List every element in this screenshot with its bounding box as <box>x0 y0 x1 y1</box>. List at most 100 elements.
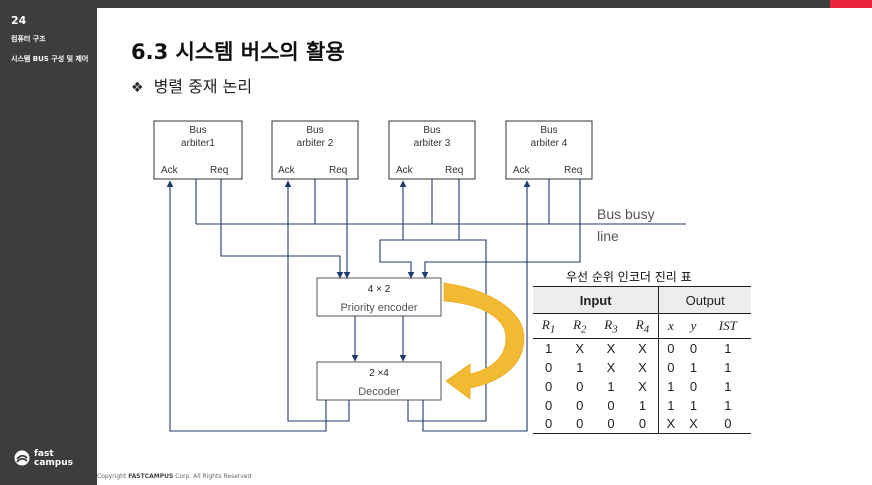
request-wires <box>220 179 581 279</box>
table-cell: X <box>638 340 647 356</box>
table-cell: X <box>606 340 616 356</box>
arbiter-4-req: Req <box>564 165 582 176</box>
arbiter-2-req: Req <box>329 165 347 176</box>
output-header: Output <box>658 286 751 314</box>
top-bar <box>0 0 872 8</box>
copyright-prefix: Copyright <box>97 473 129 480</box>
table-cell: 0 <box>533 414 565 434</box>
table-cell: 1 <box>658 376 683 396</box>
table-row: 0 0 0 1 1 1 1 <box>533 395 751 415</box>
table-cell: 0 <box>689 378 698 394</box>
table-cell: X <box>638 359 647 375</box>
table-cell: 0 <box>564 414 596 434</box>
encoder-size: 4 × 2 <box>368 284 391 295</box>
table-row: 0 0 1 X 1 0 1 <box>533 376 751 396</box>
arbiter-2-ack: Ack <box>278 165 296 176</box>
table-cell: 0 <box>576 378 584 394</box>
column-r4: R4 <box>626 313 659 339</box>
table-cell: 1 <box>658 395 683 415</box>
table-cell: X <box>606 359 616 375</box>
column-x: x <box>658 313 683 339</box>
accent-tab <box>830 0 872 8</box>
table-cell: 0 <box>658 357 683 377</box>
table-cell: 0 <box>544 359 553 375</box>
table-row: 0 0 0 0 X X 0 <box>533 414 751 434</box>
table-cell: 0 <box>689 340 698 356</box>
table-column-row: R1 R2 R3 R4 x y IST <box>533 313 751 339</box>
truth-table-title: 우선 순위 인코더 진리 표 <box>566 270 692 284</box>
table-header-row: Input Output <box>533 286 751 314</box>
column-ist: IST <box>704 313 751 339</box>
bus-arbiter-4: Bus arbiter 4 Ack Req <box>505 120 593 180</box>
table-cell: 1 <box>724 397 732 413</box>
table-row: 1 X X X 0 0 1 <box>533 338 751 358</box>
table-cell: X <box>638 378 647 394</box>
table-cell: 1 <box>607 378 615 394</box>
arbiter-4-label-2: arbiter 4 <box>531 138 568 149</box>
column-r3: R3 <box>595 313 627 339</box>
arbiter-2-label-2: arbiter 2 <box>297 138 334 149</box>
table-cell: X <box>575 340 585 356</box>
bus-busy-label-2: line <box>597 228 619 244</box>
encoder-decoder-wires <box>351 316 407 362</box>
copyright-suffix: Corp. All Rights Reserved <box>173 473 252 480</box>
subtitle-text: 병렬 중재 논리 <box>153 77 253 96</box>
chapter-label: 컴퓨터 구조 <box>11 35 46 43</box>
arbiter-3-ack: Ack <box>396 165 414 176</box>
table-cell: 0 <box>704 414 751 434</box>
decoder-label: Decoder <box>358 386 400 398</box>
table-cell: 0 <box>626 414 659 434</box>
slide-subtitle: ❖ 병렬 중재 논리 <box>131 73 252 97</box>
sidebar: 24 컴퓨터 구조 시스템 BUS 구성 및 제어 fast campus <box>0 0 97 485</box>
arbiter-3-label-2: arbiter 3 <box>414 138 451 149</box>
table-cell: 0 <box>544 397 553 413</box>
arbiter-4-label-1: Bus <box>540 125 557 136</box>
copyright-text: Copyright FASTCAMPUS Corp. All Rights Re… <box>97 473 251 480</box>
priority-encoder-truth-table: Input Output R1 R2 R3 R4 x y IST 1 X X X… <box>533 286 751 434</box>
curved-arrow-icon <box>443 282 525 400</box>
table-cell: 1 <box>544 340 553 356</box>
page-number: 24 <box>11 14 27 27</box>
bus-arbiter-2: Bus arbiter 2 Ack Req <box>271 120 359 180</box>
arbiter-1-label-1: Bus <box>189 125 206 136</box>
section-label: 시스템 BUS 구성 및 제어 <box>11 55 89 63</box>
diamond-bullet-icon: ❖ <box>131 80 144 96</box>
acknowledge-wires <box>166 180 531 432</box>
fastcampus-logo: fast campus <box>14 450 84 470</box>
table-row: 0 1 X X 0 1 1 <box>533 357 751 377</box>
column-r2: R2 <box>564 313 596 339</box>
table-cell: X <box>658 414 683 434</box>
table-cell: 1 <box>724 359 732 375</box>
table-cell: 0 <box>576 397 584 413</box>
table-cell: 1 <box>724 378 732 394</box>
arbiter-1-req: Req <box>210 165 228 176</box>
decoder-size: 2 ×4 <box>369 368 389 379</box>
table-cell: 0 <box>544 378 553 394</box>
table-cell: 0 <box>607 397 615 413</box>
logo-icon <box>14 450 30 466</box>
table-cell: 1 <box>638 397 647 413</box>
arbiter-3-req: Req <box>445 165 463 176</box>
slide-title: 6.3 시스템 버스의 활용 <box>131 40 345 64</box>
bus-busy-label-1: Bus busy <box>597 206 655 222</box>
bus-arbiter-1: Bus arbiter1 Ack Req <box>153 120 243 180</box>
input-header: Input <box>533 286 659 314</box>
bus-busy-line <box>195 179 686 225</box>
arbiter-4-ack: Ack <box>513 165 531 176</box>
table-cell: X <box>682 414 705 434</box>
table-cell: 1 <box>724 340 732 356</box>
arbiter-1-ack: Ack <box>161 165 179 176</box>
bus-arbiter-3: Bus arbiter 3 Ack Req <box>388 120 476 180</box>
arbiter-1-label-2: arbiter1 <box>181 138 215 149</box>
arbiter-3-label-1: Bus <box>423 125 440 136</box>
table-cell: 0 <box>595 414 627 434</box>
table-cell: 1 <box>689 359 698 375</box>
encoder-label: Priority encoder <box>340 302 417 314</box>
table-cell: 1 <box>689 397 698 413</box>
table-cell: 0 <box>658 338 683 358</box>
decoder: 2 ×4 Decoder <box>316 361 442 401</box>
column-r1: R1 <box>533 313 565 339</box>
priority-encoder: 4 × 2 Priority encoder <box>316 277 442 317</box>
table-cell: 1 <box>576 359 584 375</box>
